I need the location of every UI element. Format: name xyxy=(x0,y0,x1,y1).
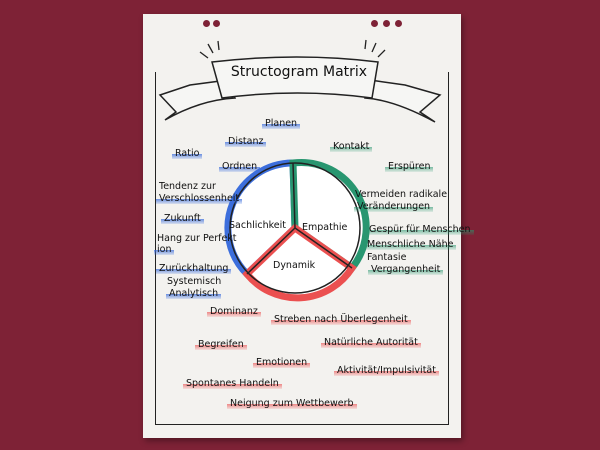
punch-hole xyxy=(395,20,402,27)
trait-green: Vermeiden radikale xyxy=(355,189,448,200)
segment-label-empathie: Empathie xyxy=(302,222,348,233)
punch-hole xyxy=(383,20,390,27)
trait-red: Spontanes Handeln xyxy=(183,378,282,389)
trait-green: Erspüren xyxy=(385,161,434,172)
trait-blue: Ordnen xyxy=(219,161,261,172)
trait-red: Begreifen xyxy=(195,339,247,350)
punch-hole xyxy=(371,20,378,27)
trait-red: Neigung zum Wettbewerb xyxy=(227,398,357,409)
trait-green: Veränderungen xyxy=(354,201,434,212)
trait-blue: Zukunft xyxy=(161,213,204,224)
trait-green: Menschliche Nähe xyxy=(364,239,457,250)
trait-green: Kontakt xyxy=(330,141,373,152)
punch-hole xyxy=(203,20,210,27)
title-banner xyxy=(158,56,442,123)
trait-blue: Ratio xyxy=(172,148,203,159)
trait-red: Natürliche Autorität xyxy=(321,337,421,348)
trait-blue: ion xyxy=(154,244,175,255)
trait-blue: Analytisch xyxy=(166,288,222,299)
segment-label-dynamik: Dynamik xyxy=(273,260,316,271)
trait-blue: Hang zur Perfekt xyxy=(157,233,237,244)
segment-red xyxy=(242,223,357,302)
trait-blue: Verschlossenheit xyxy=(156,193,243,204)
trait-blue: Systemisch xyxy=(167,276,222,287)
emphasis-strokes-icon xyxy=(199,39,386,59)
trait-green: Fantasie xyxy=(367,252,407,263)
trait-blue: Zurückhaltung xyxy=(156,263,232,274)
page-title: Structogram Matrix xyxy=(230,64,368,80)
punch-hole xyxy=(213,20,220,27)
trait-red: Emotionen xyxy=(253,357,311,368)
trait-green: Vergangenheit xyxy=(368,264,444,275)
trait-blue: Planen xyxy=(262,118,301,129)
structogram-circle xyxy=(224,159,370,302)
trait-blue: Tendenz zur xyxy=(159,181,216,192)
trait-green: Gespür für Menschen xyxy=(366,224,474,235)
trait-red: Aktivität/Impulsivität xyxy=(334,365,439,376)
trait-blue: Distanz xyxy=(225,136,267,147)
trait-red: Streben nach Überlegenheit xyxy=(271,314,411,325)
trait-red: Dominanz xyxy=(207,306,261,317)
segment-label-sachlichkeit: Sachlichkeit xyxy=(229,220,286,231)
